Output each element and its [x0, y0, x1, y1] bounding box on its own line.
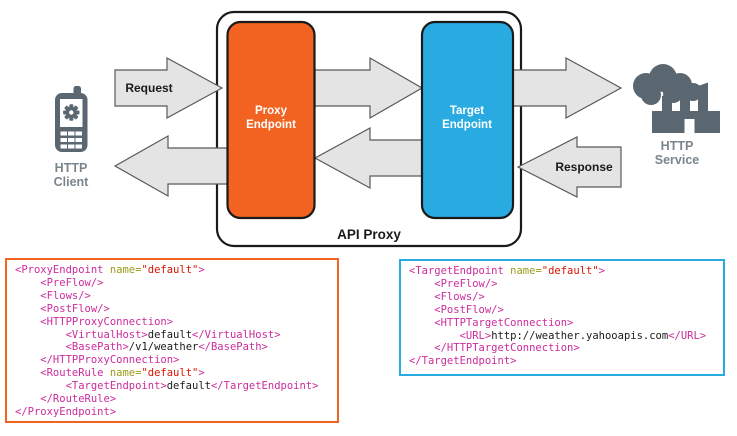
code-line: <HTTPProxyConnection> — [15, 315, 174, 328]
proxy-endpoint-label-line1: Proxy — [255, 105, 288, 117]
code-line: <BasePath>/v1/weather</BasePath> — [15, 341, 268, 354]
factory-icon — [652, 82, 720, 133]
http-service-label-line2: Service — [655, 153, 700, 167]
code-line: <RouteRule name="default"> — [15, 367, 205, 380]
target-endpoint-label-line2: Endpoint — [442, 119, 492, 131]
code-line: <PreFlow/> — [409, 277, 498, 290]
code-line: <Flows/> — [409, 290, 485, 303]
code-line: <PreFlow/> — [15, 276, 104, 289]
code-line: <PostFlow/> — [409, 303, 504, 316]
code-line: </TargetEndpoint> — [409, 355, 517, 368]
proxy-endpoint-box — [226, 20, 316, 220]
http-client-label-line1: HTTP — [55, 161, 88, 175]
code-line: <HTTPTargetConnection> — [409, 316, 574, 329]
http-service-label-line1: HTTP — [661, 139, 694, 153]
code-line: </HTTPProxyConnection> — [15, 354, 180, 367]
proxy-endpoint-code: <ProxyEndpoint name="default"> <PreFlow/… — [5, 258, 339, 423]
code-line: <Flows/> — [15, 289, 91, 302]
http-client-icon — [55, 86, 88, 152]
request-label: Request — [125, 81, 172, 95]
gear-icon — [63, 104, 80, 121]
target-to-service-arrow — [512, 56, 623, 120]
target-endpoint-code: <TargetEndpoint name="default"> <PreFlow… — [399, 259, 725, 376]
target-endpoint-box — [420, 20, 515, 220]
code-line: <VirtualHost>default</VirtualHost> — [15, 328, 281, 341]
client-return-arrow — [113, 134, 229, 198]
code-line: <PostFlow/> — [15, 302, 110, 315]
http-client-label-line2: Client — [54, 175, 90, 189]
architecture-diagram: Request Response Proxy Endpoint Target E… — [54, 10, 720, 248]
response-arrow — [516, 136, 622, 198]
request-arrow — [114, 56, 224, 120]
target-endpoint-label-line1: Target — [450, 105, 484, 117]
code-line: </ProxyEndpoint> — [15, 405, 117, 418]
proxy-endpoint-label-line2: Endpoint — [246, 119, 296, 131]
factory-door — [684, 119, 695, 133]
phone-keypad — [60, 131, 82, 149]
response-label: Response — [555, 160, 613, 174]
code-line: <TargetEndpoint>default</TargetEndpoint> — [15, 380, 319, 393]
api-proxy-label: API Proxy — [337, 227, 401, 242]
code-line: </HTTPTargetConnection> — [409, 342, 580, 355]
code-line: <TargetEndpoint name="default"> — [409, 265, 605, 277]
code-line: <URL>http://weather.yahooapis.com</URL> — [409, 329, 707, 342]
code-line: <ProxyEndpoint name="default"> — [15, 264, 205, 276]
proxy-to-target-arrow — [314, 56, 424, 120]
http-service-icon — [633, 64, 720, 133]
code-line: </RouteRule> — [15, 393, 117, 406]
